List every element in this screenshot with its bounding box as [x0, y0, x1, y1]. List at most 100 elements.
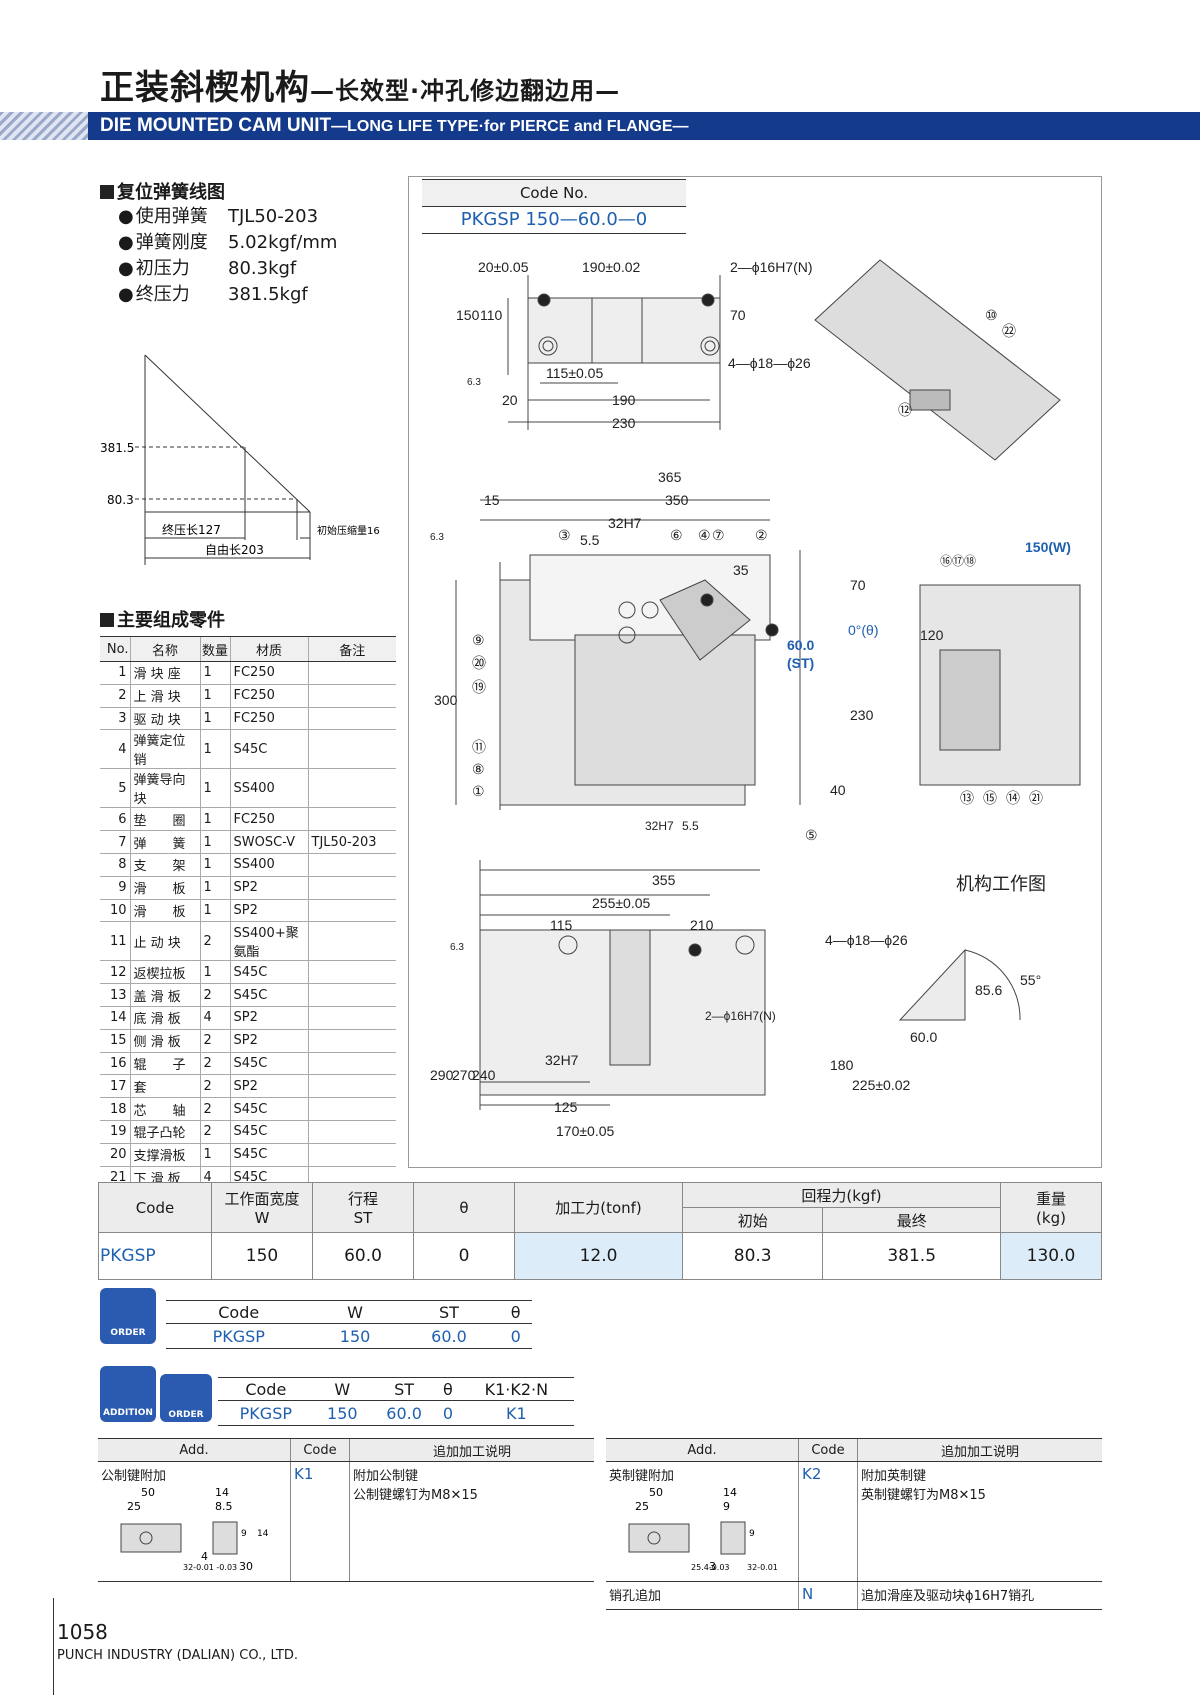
parts-cell: 1 [199, 830, 230, 854]
parts-cell: 19 [100, 1120, 130, 1144]
callout-2: ② [755, 527, 768, 543]
dim-mid-d32h7b: 32H7 [645, 819, 674, 833]
svg-text:25.4-0.03: 25.4-0.03 [691, 1563, 730, 1572]
dim-top-h110: 110 [480, 307, 503, 323]
svg-text:3: 3 [709, 1560, 716, 1573]
parts-cell: SP2 [229, 1074, 308, 1099]
parts-cell [307, 1029, 396, 1053]
parts-cell: 2 [199, 1029, 230, 1053]
parts-cell: 1 [199, 876, 230, 900]
work-d600: 60.0 [910, 1029, 937, 1045]
parts-cell: 上 滑 块 [129, 684, 200, 708]
dim-bot-d225: 225±0.02 [852, 1077, 911, 1093]
graph-len3: 自由长203 [205, 543, 264, 557]
callout-5: ⑤ [805, 827, 818, 843]
parts-cell [307, 1143, 396, 1167]
callout-10: ⑩ [985, 307, 998, 323]
parts-cell [307, 1052, 396, 1076]
parts-cell [307, 684, 396, 708]
parts-cell: 18 [100, 1097, 130, 1121]
parts-cell: 2 [199, 1074, 230, 1099]
callout-9: ⑨ [472, 632, 485, 648]
dim-side-callout: ⑯⑰⑱ [940, 554, 976, 568]
callout-20: ⑳ [472, 655, 486, 671]
parts-cell: S45C [229, 1143, 308, 1167]
dim-top-holes2: 4—ϕ18—ϕ26 [728, 355, 811, 371]
parts-cell [307, 1120, 396, 1144]
parts-cell [307, 707, 396, 731]
parts-cell: FC250 [229, 661, 308, 685]
dim-mid-d40: 40 [830, 782, 846, 798]
spring-graph: 381.5 80.3 终压长127 初始压缩量16 自由长203 [100, 354, 380, 565]
callout-7: ⑦ [712, 527, 725, 543]
code-no-value: PKGSP 150—60.0—0 [422, 207, 686, 234]
parts-cell: SP2 [229, 1029, 308, 1053]
callout-1: ① [472, 783, 485, 799]
parts-cell: 1 [199, 729, 230, 770]
drawing-panel [408, 176, 1102, 1168]
parts-cell: TJL50-203 [307, 830, 396, 854]
parts-cell [307, 768, 396, 809]
parts-cell: 10 [100, 899, 130, 923]
parts-cell: SP2 [229, 899, 308, 923]
dim-mid-d70: 70 [850, 577, 866, 593]
parts-cell: 侧 滑 板 [129, 1029, 200, 1053]
svg-text:14: 14 [723, 1486, 737, 1499]
dim-top-holes1: 2—ϕ16H7(N) [730, 259, 813, 275]
parts-cell: S45C [229, 729, 308, 770]
dim-top-r63: 6.3 [467, 377, 481, 388]
dim-bot-holes1: 4—ϕ18—ϕ26 [825, 932, 908, 948]
parts-cell: 滑 板 [129, 876, 200, 900]
page-number: 1058 [57, 1620, 108, 1644]
dim-bot-d355: 355 [652, 872, 676, 888]
parts-cell [307, 921, 396, 962]
parts-cell [307, 853, 396, 877]
parts-cell: 2 [199, 1120, 230, 1144]
callout-3: ③ [558, 527, 571, 543]
dim-bot-d115: 115 [550, 917, 573, 933]
addition-icon: ADDITION [100, 1366, 156, 1422]
parts-cell [307, 1097, 396, 1121]
parts-cell [307, 1074, 396, 1099]
parts-cell: 2 [100, 684, 130, 708]
graph-len1: 终压长127 [162, 522, 221, 537]
dim-top-h70: 70 [730, 307, 746, 323]
dim-mid-d300: 300 [434, 692, 458, 708]
title-banner: DIE MOUNTED CAM UNIT—LONG LIFE TYPE·for … [0, 112, 1200, 140]
dim-mid-st: 60.0 [787, 637, 814, 653]
svg-text:14: 14 [215, 1486, 229, 1499]
parts-cell: SS400 [229, 853, 308, 877]
dim-mid-d55b: 5.5 [682, 819, 699, 833]
parts-cell: 9 [100, 876, 130, 900]
dim-bot-d270: 270 [452, 1067, 476, 1083]
parts-cell [307, 661, 396, 685]
parts-cell: 弹簧导向块 [129, 768, 200, 809]
parts-cell [307, 876, 396, 900]
dim-mid-d32h7: 32H7 [608, 515, 642, 531]
parts-cell: 1 [199, 768, 230, 809]
svg-text:30: 30 [239, 1560, 253, 1573]
parts-cell: 盖 滑 板 [129, 983, 200, 1007]
dim-top-d115: 115±0.05 [546, 365, 603, 381]
svg-text:8.5: 8.5 [215, 1500, 233, 1513]
parts-cell: 4 [199, 1006, 230, 1030]
callout-4: ④ [698, 527, 711, 543]
dim-mid-d350: 350 [665, 492, 689, 508]
parts-cell: S45C [229, 1052, 308, 1076]
svg-text:9: 9 [723, 1500, 730, 1513]
work-heading: 机构工作图 [956, 874, 1046, 894]
parts-cell: 15 [100, 1029, 130, 1053]
svg-text:25: 25 [127, 1500, 141, 1513]
parts-cell [307, 729, 396, 770]
dim-top-d230: 230 [612, 415, 636, 431]
